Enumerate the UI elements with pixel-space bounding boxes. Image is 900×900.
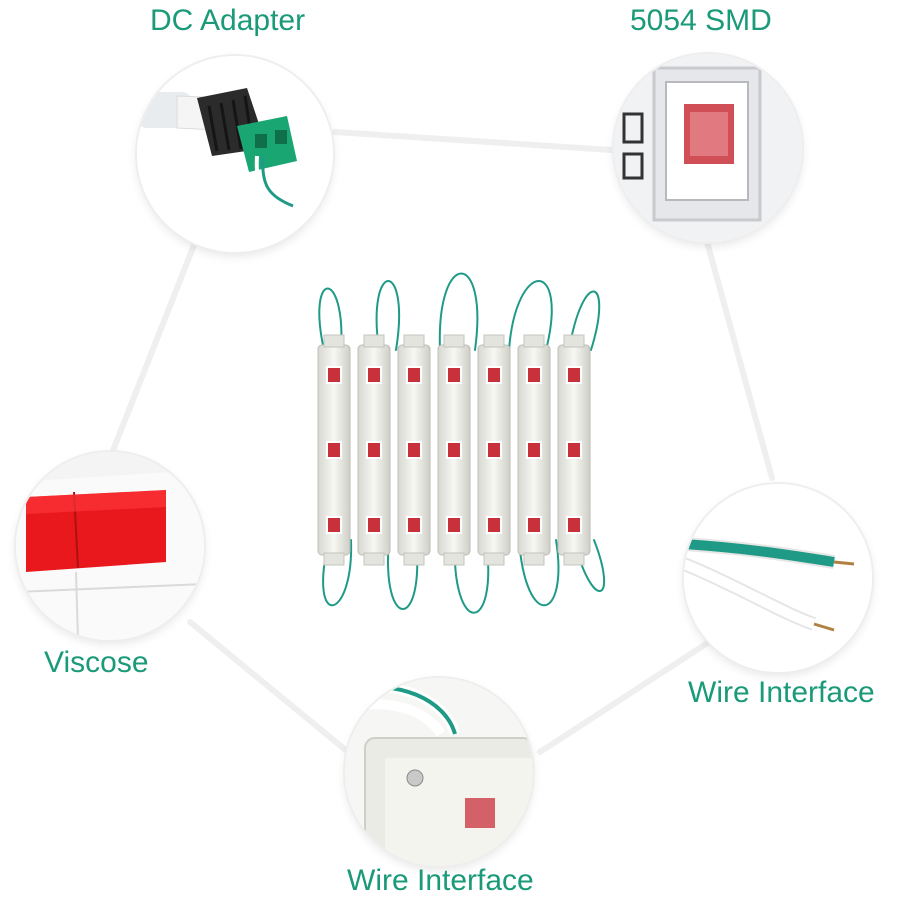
led-chip [446, 366, 462, 384]
dc-adapter-icon [137, 56, 333, 252]
dc-adapter-circle [137, 56, 333, 252]
led-chip [366, 516, 382, 534]
led-chip [366, 366, 382, 384]
wire-end-icon [684, 484, 872, 672]
led-chip [406, 366, 422, 384]
wire-interface-bottom-circle [345, 678, 533, 866]
wire-interface-right-label: Wire Interface [688, 676, 875, 709]
led-chip [566, 441, 582, 459]
led-chip [526, 366, 542, 384]
led-module [477, 334, 511, 566]
led-chip [406, 441, 422, 459]
wire-interface-bottom-label: Wire Interface [347, 864, 534, 897]
led-chip [366, 441, 382, 459]
led-chip [566, 516, 582, 534]
led-chip [526, 441, 542, 459]
led-module [357, 334, 391, 566]
led-chip [446, 516, 462, 534]
smd-label: 5054 SMD [630, 4, 772, 37]
smd-circle [614, 54, 802, 242]
led-chip [326, 516, 342, 534]
led-chip [566, 366, 582, 384]
led-module [557, 334, 591, 566]
led-module [317, 334, 351, 566]
smd-chip-icon [614, 54, 802, 242]
led-chip [326, 366, 342, 384]
wire-solder-icon [345, 678, 533, 866]
led-chip [526, 516, 542, 534]
dc-adapter-label: DC Adapter [150, 4, 306, 37]
led-chip [446, 441, 462, 459]
led-module [437, 334, 471, 566]
led-chip [486, 441, 502, 459]
led-module [517, 334, 551, 566]
led-chip [486, 366, 502, 384]
led-chip [406, 516, 422, 534]
led-chip [326, 441, 342, 459]
viscose-label: Viscose [44, 646, 149, 679]
led-module-bundle-icon [312, 265, 611, 621]
wire-interface-right-circle [684, 484, 872, 672]
led-module-bundle [280, 220, 630, 640]
adhesive-tape-icon [16, 452, 204, 640]
led-module [397, 334, 431, 566]
led-chip [486, 516, 502, 534]
viscose-circle [16, 452, 204, 640]
